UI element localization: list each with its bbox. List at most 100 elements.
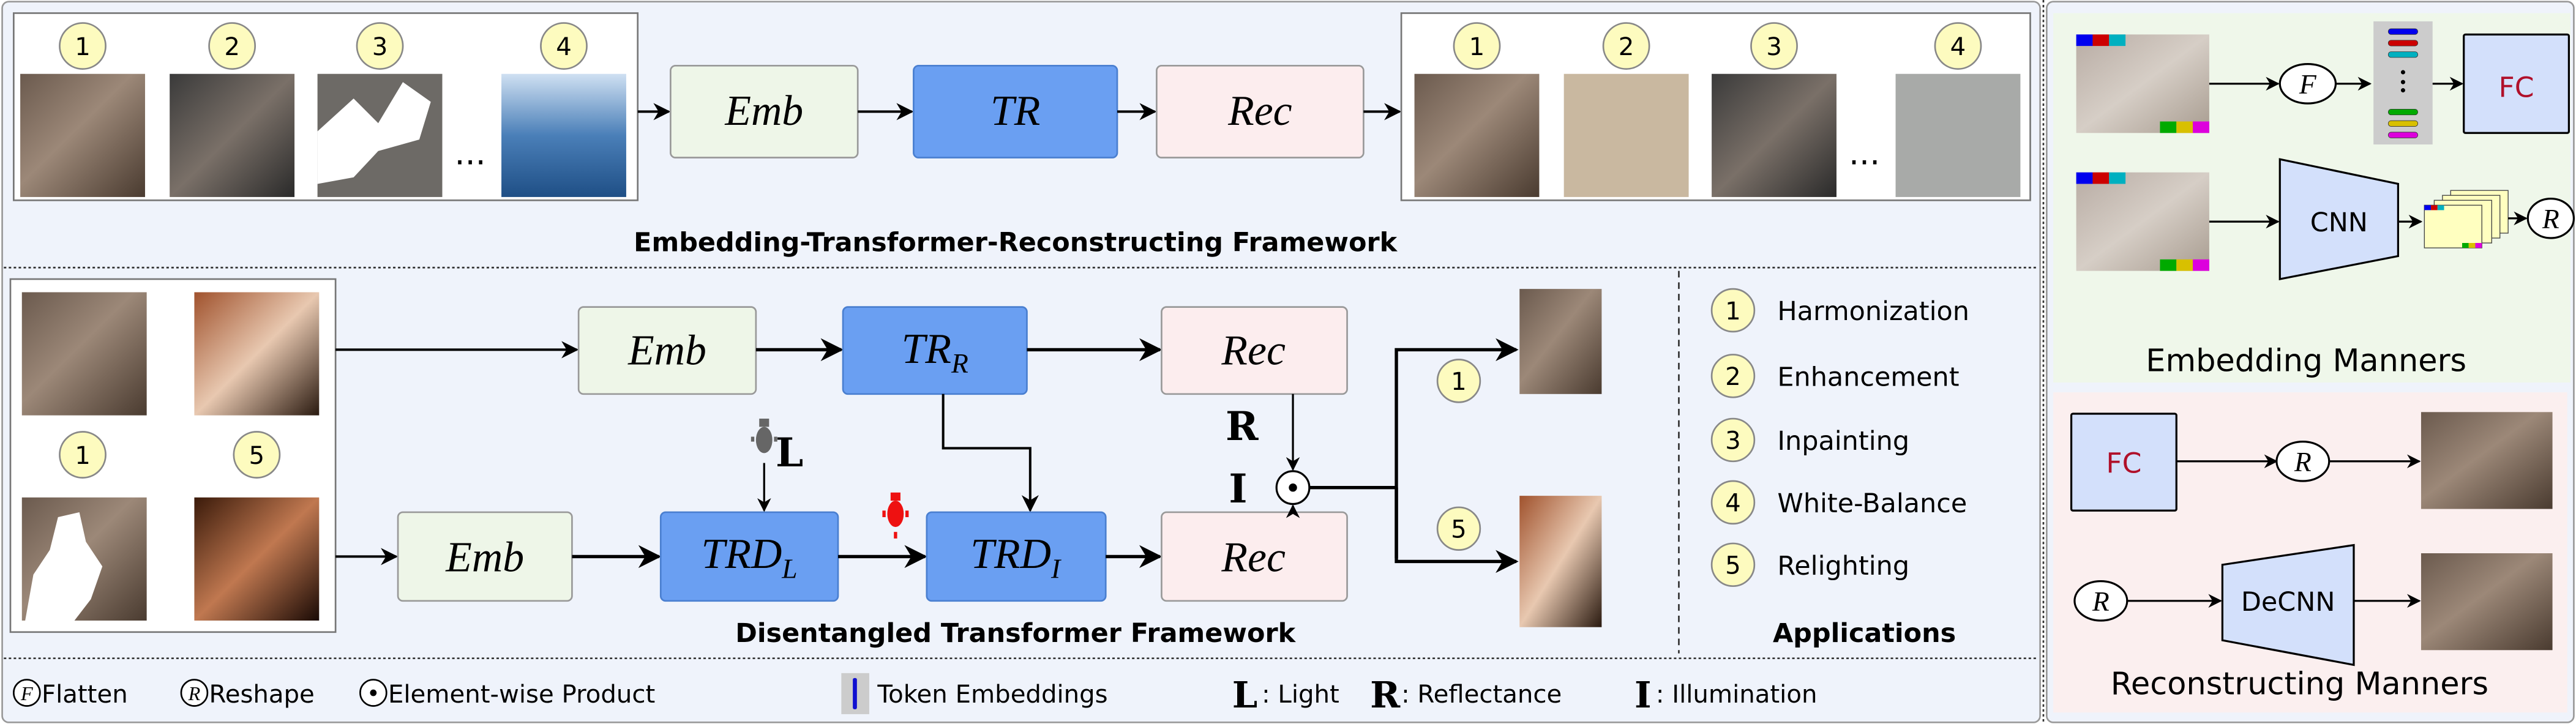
patch-magenta <box>2193 259 2209 271</box>
badge-2 <box>208 22 256 70</box>
reshape-symbol: R <box>2092 586 2110 617</box>
legend-reflectance: : Reflectance <box>1401 681 1562 709</box>
token-embeddings <box>2387 28 2418 138</box>
fc-box <box>2463 33 2570 134</box>
badge-5 <box>1436 506 1481 551</box>
badge-2 <box>1602 22 1650 70</box>
rec-label: Rec <box>1221 327 1286 375</box>
emb-label: Emb <box>627 327 706 375</box>
etr-framework-title: Embedding-Transformer-Reconstructing Fra… <box>634 227 1398 258</box>
patched-image-1 <box>2076 34 2209 133</box>
dtf-title: Disentangled Transformer Framework <box>735 618 1296 649</box>
app-label-enhancement: Enhancement <box>1777 362 1959 392</box>
legend-token: Token Embeddings <box>877 681 1107 709</box>
input-face-relight <box>194 497 320 621</box>
app-badge-label: 5 <box>1725 552 1741 580</box>
rec-label: Rec <box>1227 88 1292 135</box>
trd-i-base: TRD <box>970 531 1051 578</box>
reshape-icon <box>2526 197 2575 239</box>
flatten-symbol: F <box>2299 69 2317 100</box>
token-ellipsis-dot <box>2400 70 2405 75</box>
patch-red <box>2092 34 2110 47</box>
input-kids <box>21 292 147 416</box>
output-image-building <box>1712 73 1837 197</box>
tr-r-sub: R <box>951 348 968 379</box>
applications-list: 1 Harmonization 2 Enhancement 3 Inpainti… <box>1710 288 1969 588</box>
app-label-relighting: Relighting <box>1777 551 1909 581</box>
badge-label: 3 <box>1766 33 1782 61</box>
output-image-kids <box>1414 73 1540 197</box>
embedding-manners-title: Embedding Manners <box>2146 343 2466 379</box>
app-label-inpainting: Inpainting <box>1777 426 1909 457</box>
app-badge-4 <box>1710 480 1756 525</box>
arrow <box>942 394 1039 513</box>
patch-magenta <box>2193 121 2209 133</box>
app-badge-3 <box>1710 417 1756 463</box>
foreground-mask <box>25 512 103 621</box>
badge-label: 4 <box>556 33 572 61</box>
input-image-row: ... <box>20 73 626 197</box>
output-ellipsis: ... <box>1849 133 1880 172</box>
patch-cyan <box>2109 34 2126 47</box>
applications-title: Applications <box>1773 618 1956 649</box>
legend-flatten: Flatten <box>42 681 128 709</box>
reconstructed-image-2 <box>2421 553 2553 651</box>
badge-1 <box>1453 22 1501 70</box>
token-bar <box>853 677 857 709</box>
legend-L-symbol: L <box>1232 674 1257 716</box>
legend-I-symbol: I <box>1634 674 1652 716</box>
badge-label: 1 <box>75 33 91 61</box>
fc-label: FC <box>2499 71 2534 103</box>
app-label-harmonization: Harmonization <box>1777 296 1969 327</box>
cnn-encoder-shape <box>2278 158 2400 280</box>
rec-box-i <box>1161 511 1348 602</box>
cnn-label: CNN <box>2310 207 2368 238</box>
tr-label: TR <box>990 88 1040 135</box>
input-image-kids <box>20 73 145 197</box>
output-image-city <box>1895 73 2021 197</box>
patch-cyan <box>2109 172 2126 184</box>
badge-4 <box>1934 22 1982 70</box>
input-badges: 1 2 3 4 <box>59 22 588 70</box>
badge-label: 4 <box>1950 33 1966 61</box>
patch-blue <box>2076 172 2093 184</box>
output-relit <box>1519 496 1602 627</box>
trd-l-base: TRD <box>702 531 782 578</box>
patch-red <box>2092 172 2110 184</box>
badge-label: 3 <box>372 33 388 61</box>
feature-maps-stack <box>2424 190 2509 248</box>
patch-yellow <box>2176 259 2193 271</box>
reshape-symbol: R <box>2542 203 2559 234</box>
legend-illumination: : Illumination <box>1656 681 1818 709</box>
badge-label: 2 <box>1619 33 1634 61</box>
patch-blue <box>2076 34 2093 47</box>
fc-label: FC <box>2106 447 2141 480</box>
rec-label: Rec <box>1221 534 1286 581</box>
inpainting-mask <box>317 82 431 184</box>
app-badge-5 <box>1710 542 1756 588</box>
app-badge-1 <box>1710 288 1756 333</box>
rec-box-r <box>1161 306 1348 395</box>
light-label: L <box>776 430 803 476</box>
illumination-label: I <box>1229 466 1247 512</box>
trd-l-sub: L <box>781 553 797 584</box>
flatten-icon <box>13 679 41 707</box>
badge-label: 5 <box>1451 516 1467 544</box>
input-image-city <box>501 73 626 197</box>
trd-l-label: TRDL <box>702 531 798 584</box>
token-embedding <box>2387 108 2418 116</box>
reconstructed-image-1 <box>2421 412 2553 509</box>
patch-yellow <box>2176 121 2193 133</box>
output-image-sculpture <box>1563 73 1689 197</box>
token-embedding <box>2387 120 2418 127</box>
badge-3 <box>1750 22 1798 70</box>
tr-r-label: TRR <box>902 326 968 379</box>
output-badges: 1 2 3 4 <box>1453 22 1982 70</box>
patch-green <box>2160 121 2177 133</box>
product-dot <box>370 689 377 696</box>
badge-5 <box>233 431 281 479</box>
light-bulb-gray-icon <box>751 419 777 453</box>
patch-green <box>2160 259 2177 271</box>
badge-label: 1 <box>1451 368 1467 396</box>
trd-i-label: TRDI <box>970 531 1061 584</box>
